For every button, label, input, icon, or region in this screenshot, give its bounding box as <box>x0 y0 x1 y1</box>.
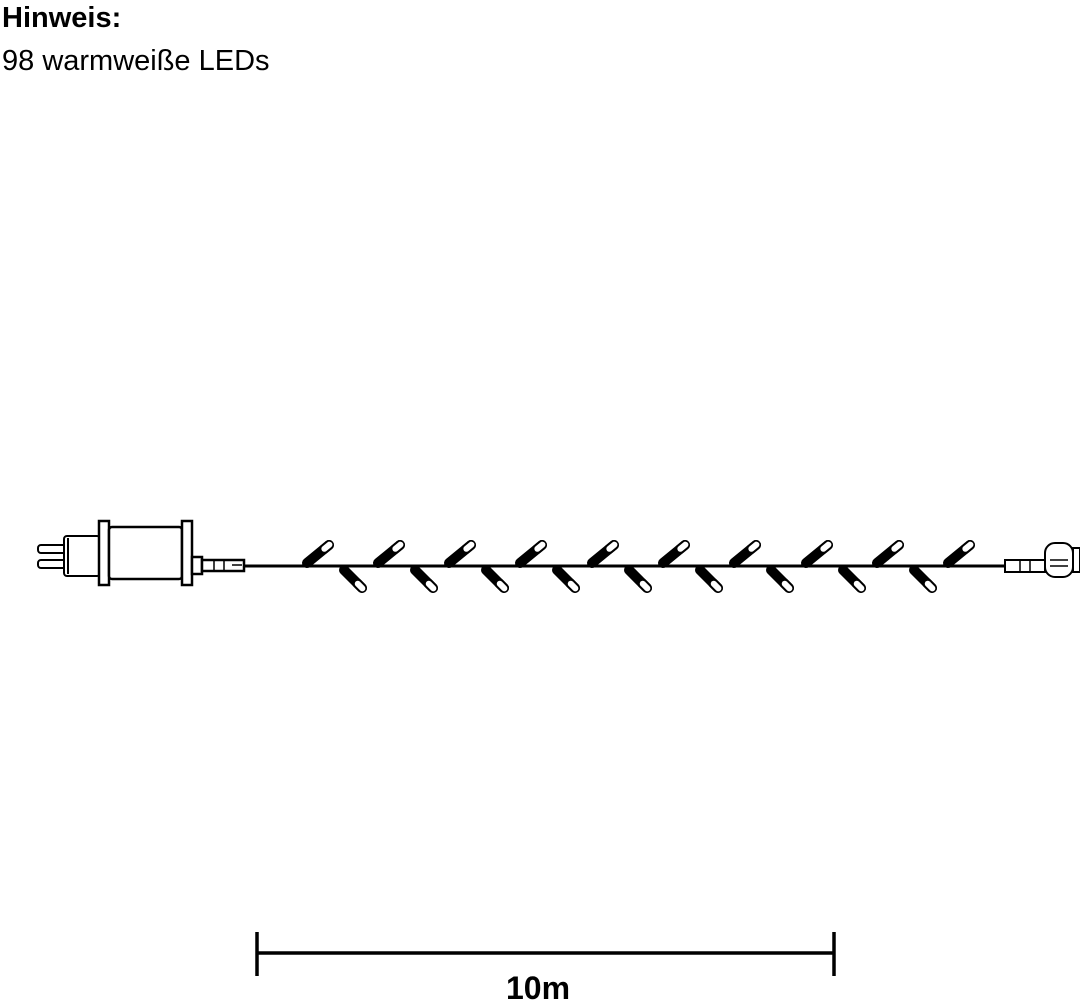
led-bulb-icon <box>302 540 334 568</box>
led-bulb-icon <box>515 540 547 568</box>
scale-label: 10m <box>505 970 571 1006</box>
note-title: Hinweis: <box>2 2 122 34</box>
led-bulb-icon <box>766 565 794 593</box>
led-bulb-icon <box>695 565 723 593</box>
led-group <box>302 540 975 593</box>
end-connector-icon <box>1004 542 1080 578</box>
scale-bar <box>255 932 836 976</box>
led-bulb-icon <box>872 540 904 568</box>
led-bulb-icon <box>339 565 367 593</box>
led-bulb-icon <box>729 540 761 568</box>
led-bulb-icon <box>481 565 509 593</box>
led-bulb-icon <box>444 540 476 568</box>
led-bulb-icon <box>801 540 833 568</box>
led-bulb-icon <box>410 565 438 593</box>
power-plug-icon <box>37 535 101 577</box>
led-count-note: 98 warmweiße LEDs <box>2 45 270 77</box>
led-bulb-icon <box>552 565 580 593</box>
led-bulb-icon <box>624 565 652 593</box>
led-bulb-icon <box>373 540 405 568</box>
led-bulb-icon <box>838 565 866 593</box>
led-bulb-icon <box>943 540 975 568</box>
led-bulb-icon <box>658 540 690 568</box>
led-bulb-icon <box>587 540 619 568</box>
power-adapter-icon <box>97 519 246 587</box>
led-bulb-icon <box>909 565 937 593</box>
